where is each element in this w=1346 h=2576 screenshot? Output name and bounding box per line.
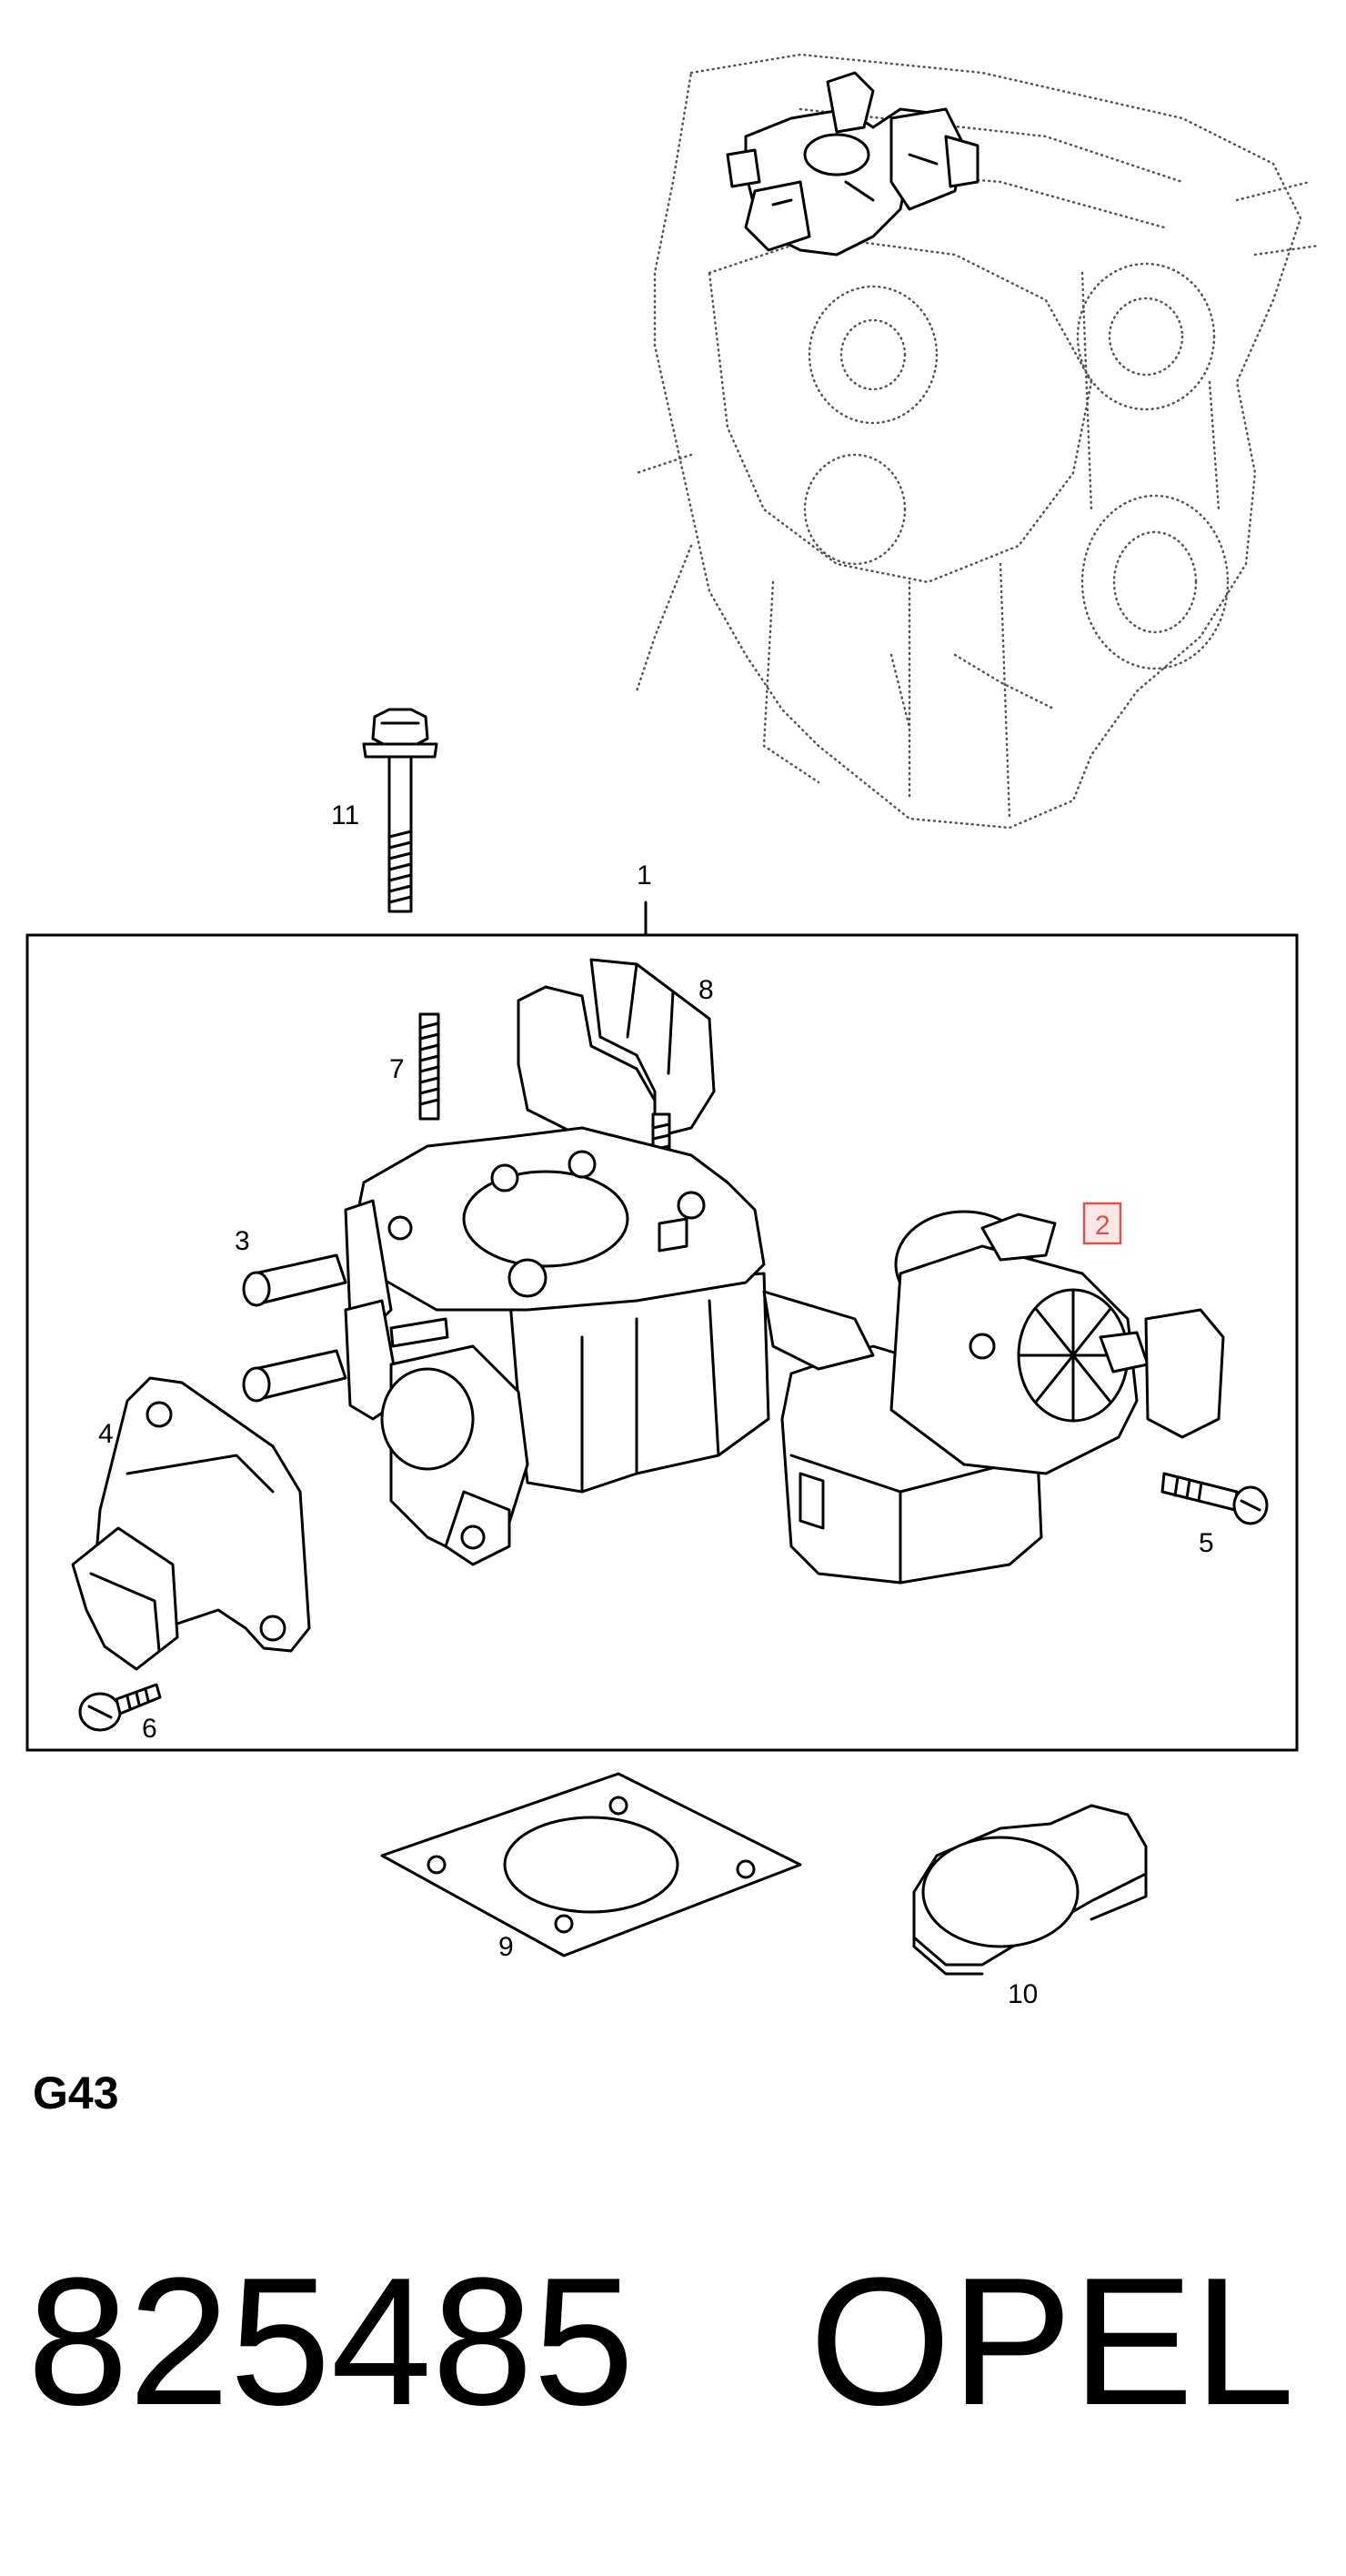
callout-1: 1: [637, 860, 652, 891]
callout-7: 7: [389, 1054, 405, 1084]
callout-5: 5: [1199, 1528, 1214, 1558]
throttle-position-sensor-illustration: [71, 1376, 311, 1671]
seal-ring-illustration: [912, 1804, 1148, 1976]
mounting-bracket-illustration: [517, 958, 716, 1157]
callout-10: 10: [1008, 1979, 1038, 2009]
section-code: G43: [33, 2068, 119, 2118]
part-number: 825485: [27, 2240, 635, 2443]
callout-11: 11: [331, 800, 359, 830]
assembly-frame: [25, 933, 1299, 1752]
engine-overview-illustration: [635, 53, 1321, 830]
idle-speed-actuator-illustration: [762, 1210, 1225, 1585]
brand-name: OPEL: [809, 2240, 1295, 2443]
callout-4: 4: [98, 1419, 114, 1449]
callout-6: 6: [142, 1714, 157, 1744]
throttle-body-illustration: [344, 1126, 770, 1566]
callout-2: 2: [1095, 1211, 1110, 1241]
callout-2-highlight-box: [1082, 1202, 1122, 1245]
gasket-illustration: [380, 1772, 802, 1957]
long-bolt-illustration: [362, 708, 438, 913]
actuator-screw-illustration: [1160, 1472, 1269, 1525]
callout-3: 3: [235, 1226, 250, 1256]
sensor-screw-illustration: [78, 1683, 162, 1732]
callout-8: 8: [698, 975, 714, 1005]
hose-nipple-illustration: [242, 1253, 449, 1403]
stud-bolt-illustration: [418, 1012, 440, 1121]
engine-throttle-body-location: [726, 71, 979, 257]
callout-9: 9: [498, 1932, 514, 1962]
